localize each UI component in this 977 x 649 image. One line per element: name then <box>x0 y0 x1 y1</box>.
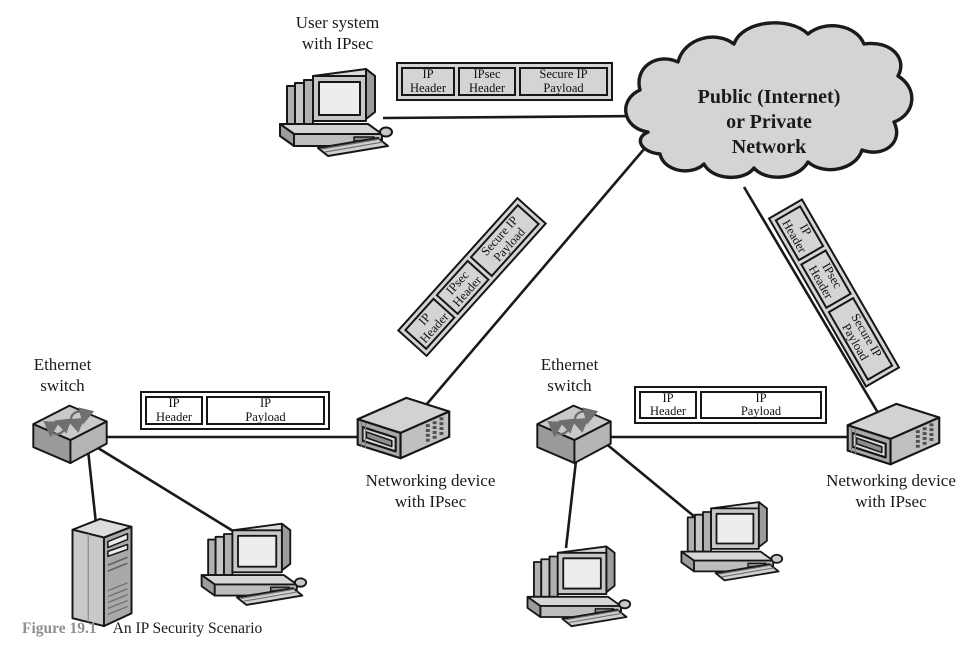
link-cloud-to-device-right <box>742 186 886 424</box>
packet-lan-left-ip: IP Header IP Payload <box>140 391 330 430</box>
cloud-label-line1: Public (Internet) <box>697 86 841 108</box>
ethernet-switch-left-label-line2: switch <box>40 376 85 395</box>
cloud-shape <box>624 21 914 180</box>
ethernet-switch-right-icon <box>537 406 610 463</box>
cloud-label: Public (Internet) or Private Network <box>640 85 898 160</box>
cell-text: Header <box>649 404 687 418</box>
user-system-computer-icon <box>279 68 393 157</box>
link-switch-right-to-pc-a <box>564 451 579 549</box>
lan-left-pc-icon <box>200 522 308 606</box>
cell-text: Header <box>155 409 193 424</box>
figure-caption: Figure 19.1 An IP Security Scenario <box>22 620 262 638</box>
cell-text: IP <box>259 396 272 410</box>
ethernet-switch-left-icon <box>33 406 106 463</box>
cell-text: IP <box>662 391 674 405</box>
networking-device-left-label-line1: Networking device <box>365 471 496 490</box>
networking-device-left-label: Networking device with IPsec <box>338 470 523 512</box>
ethernet-switch-left-label-line1: Ethernet <box>33 355 92 374</box>
packet-user-ipsec: IP Header IPsec Header Secure IP Payload <box>396 62 613 101</box>
networking-device-left-label-line2: with IPsec <box>394 492 467 511</box>
figure-title: An IP Security Scenario <box>112 620 263 637</box>
server-tower-icon <box>71 517 133 628</box>
cell-text: IP <box>168 396 180 410</box>
packet-cell-ipsec-header: IPsec Header <box>458 67 516 96</box>
cell-text: Header <box>468 80 506 95</box>
link-user-to-cloud <box>382 114 646 120</box>
user-system-label-line2: with IPsec <box>301 34 374 53</box>
cloud-label-line3: Network <box>731 136 807 158</box>
networking-device-right-icon <box>846 402 941 466</box>
networking-device-left-icon <box>356 396 451 460</box>
packet-cell-ip-payload: IP Payload <box>700 391 822 419</box>
cell-text: Payload <box>245 409 286 424</box>
cell-text: IPsec <box>473 67 501 81</box>
networking-device-right-label-line1: Networking device <box>826 471 956 490</box>
cell-text: IP <box>755 391 767 405</box>
figure-number: Figure 19.1 <box>22 620 97 637</box>
packet-lan-right-ip: IP Header IP Payload <box>634 386 827 424</box>
lan-right-pc-b-icon <box>680 501 784 582</box>
packet-cell-ip-header: IP Header <box>639 391 697 419</box>
packet-cell-ip-header: IP Header <box>401 67 455 96</box>
user-system-label: User system with IPsec <box>255 12 420 54</box>
packet-cell-ip-header: IP Header <box>145 396 203 425</box>
ethernet-switch-left-label: Ethernet switch <box>15 354 110 396</box>
packet-cell-ip-payload: IP Payload <box>206 396 325 425</box>
network-links <box>86 114 886 549</box>
link-switch-left-to-server <box>86 449 99 534</box>
cell-text: IP <box>422 67 434 81</box>
ethernet-switch-right-label: Ethernet switch <box>522 354 617 396</box>
cell-text: Payload <box>543 80 584 95</box>
ethernet-switch-right-label-line2: switch <box>547 376 592 395</box>
link-cloud-to-device-left <box>408 147 646 426</box>
cell-text: Payload <box>740 404 782 418</box>
cell-text: Header <box>409 80 447 95</box>
cell-text: Secure IP <box>539 67 588 81</box>
packet-cell-secure-payload: Secure IP Payload <box>519 67 608 96</box>
networking-device-right-label: Networking device with IPsec <box>796 470 977 512</box>
link-switch-right-to-pc-b <box>603 440 702 524</box>
lan-right-pc-a-icon <box>526 545 632 628</box>
cloud-label-line2: or Private <box>726 111 812 133</box>
user-system-label-line1: User system <box>295 13 380 32</box>
networking-device-right-label-line2: with IPsec <box>855 492 927 511</box>
link-switch-left-to-pc <box>97 446 234 533</box>
ethernet-switch-right-label-line1: Ethernet <box>540 355 599 374</box>
